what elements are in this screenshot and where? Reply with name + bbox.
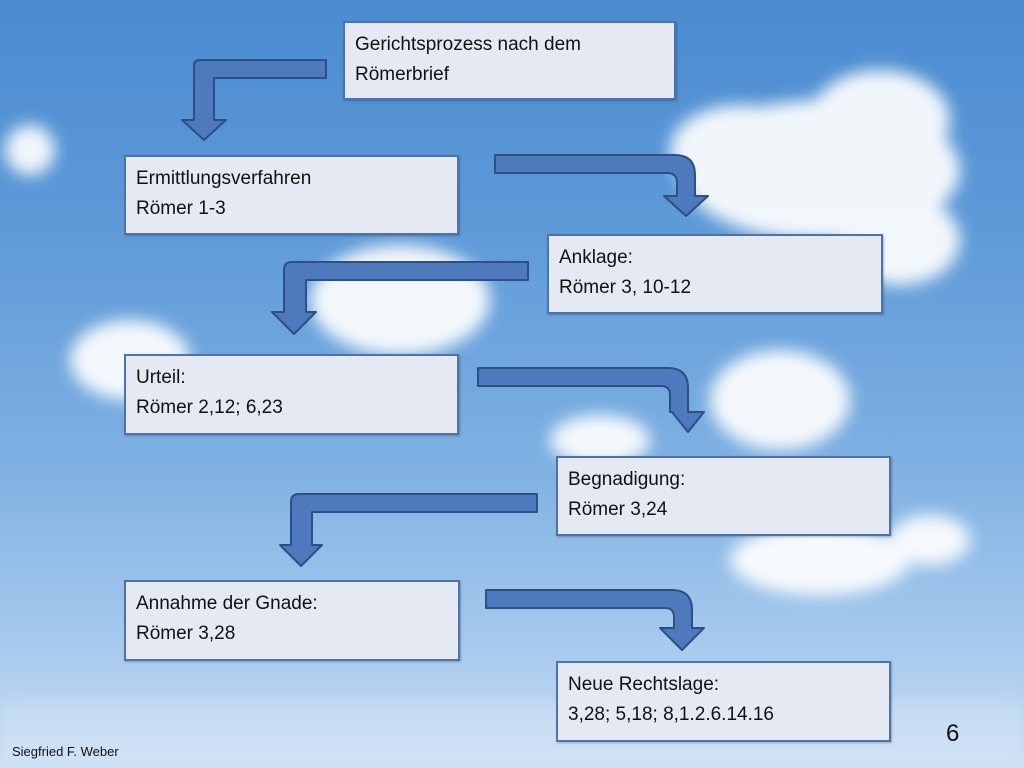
arrow-ermittlung-to-anklage (494, 154, 709, 217)
box-rechtslage: Neue Rechtslage: 3,28; 5,18; 8,1.2.6.14.… (556, 661, 891, 742)
arrow-title-to-ermittlung (181, 59, 327, 141)
box-annahme-line1: Annahme der Gnade: (136, 593, 318, 614)
box-urteil-line2: Römer 2,12; 6,23 (136, 397, 283, 418)
box-annahme-line2: Römer 3,28 (136, 623, 236, 644)
box-urteil-line1: Urteil: (136, 367, 186, 388)
box-urteil: Urteil: Römer 2,12; 6,23 (124, 354, 459, 435)
box-ermittlungsverfahren-line1: Ermittlungsverfahren (136, 168, 312, 189)
author-name: Siegfried F. Weber (12, 744, 119, 759)
box-rechtslage-line2: 3,28; 5,18; 8,1.2.6.14.16 (568, 704, 775, 725)
arrow-anklage-to-urteil (271, 261, 529, 335)
page-number: 6 (946, 720, 960, 747)
arrow-annahme-to-rechtslage (485, 589, 705, 651)
box-anklage: Anklage: Römer 3, 10-12 (547, 234, 883, 314)
arrow-urteil-to-begnadigung (477, 367, 705, 433)
arrows-group (181, 59, 709, 651)
box-begnadigung-line2: Römer 3,24 (568, 499, 668, 520)
box-anklage-line2: Römer 3, 10-12 (559, 277, 692, 298)
box-begnadigung: Begnadigung: Römer 3,24 (556, 456, 891, 536)
box-ermittlungsverfahren-line2: Römer 1-3 (136, 198, 226, 219)
box-title-line2: Römerbrief (355, 64, 449, 85)
box-ermittlungsverfahren: Ermittlungsverfahren Römer 1-3 (124, 155, 459, 235)
box-rechtslage-line1: Neue Rechtslage: (568, 674, 720, 695)
box-annahme: Annahme der Gnade: Römer 3,28 (124, 580, 460, 661)
box-anklage-line1: Anklage: (559, 247, 633, 268)
box-begnadigung-line1: Begnadigung: (568, 469, 686, 490)
arrow-begnadigung-to-annahme (279, 493, 538, 567)
box-title-line1: Gerichtsprozess nach dem (355, 34, 581, 55)
box-title: Gerichtsprozess nach dem Römerbrief (343, 21, 676, 100)
